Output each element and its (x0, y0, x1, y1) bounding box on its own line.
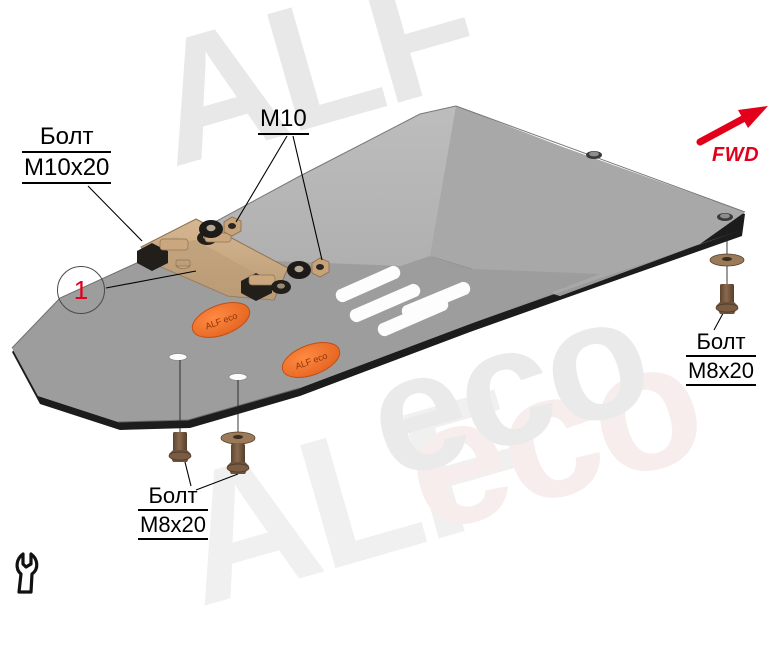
plate-right-wing (430, 106, 745, 296)
sticker-alf-eco-2: ALF eco (281, 342, 341, 378)
bracket-bolt-lower-far (271, 280, 291, 294)
label-bolt-m8x20-right-line1: Болт (686, 330, 757, 357)
bracket-bolt-upper-left (137, 236, 189, 271)
m10-washer-lower (287, 261, 311, 279)
diagram-canvas: ALF ALF eco eco (11, 0, 768, 646)
right-mount-bosses (586, 151, 733, 221)
label-bolt-m10x20-line2: M10x20 (22, 154, 112, 184)
bolt-m8-bottom-right (220, 380, 256, 474)
label-bolt-m8x20-right: Болт M8x20 (686, 330, 757, 386)
fwd-direction-label: FWD (712, 144, 760, 166)
m10-washer-upper (199, 220, 223, 238)
skid-plate (11, 105, 746, 430)
bracket-bolt-lower-right (241, 273, 276, 301)
sticker-alf-eco-1: ALF eco (191, 302, 251, 338)
skid-plate-illustration: ALF eco ALF eco (11, 105, 768, 491)
fwd-arrow-icon (696, 106, 768, 146)
bolt-m8-right (709, 226, 745, 314)
bolt-m8-bottom-left (168, 360, 192, 462)
vent-slots (335, 265, 471, 337)
mounting-bracket-assembly (137, 218, 291, 301)
label-m10: M10 (258, 106, 309, 135)
wrench-icon (15, 552, 39, 594)
label-m10-text: M10 (258, 106, 309, 135)
callout-number-1: 1 (57, 266, 105, 314)
label-bolt-m10x20: Болт M10x20 (22, 124, 112, 184)
label-bolt-m8x20-bottom-line2: M8x20 (138, 512, 209, 540)
label-bolt-m8x20-bottom: Болт M8x20 (138, 484, 209, 540)
m10-nut-lower (311, 257, 330, 278)
label-bolt-m8x20-bottom-line1: Болт (138, 484, 209, 511)
label-bolt-m10x20-line1: Болт (22, 124, 112, 153)
label-bolt-m8x20-right-line2: M8x20 (686, 358, 757, 386)
